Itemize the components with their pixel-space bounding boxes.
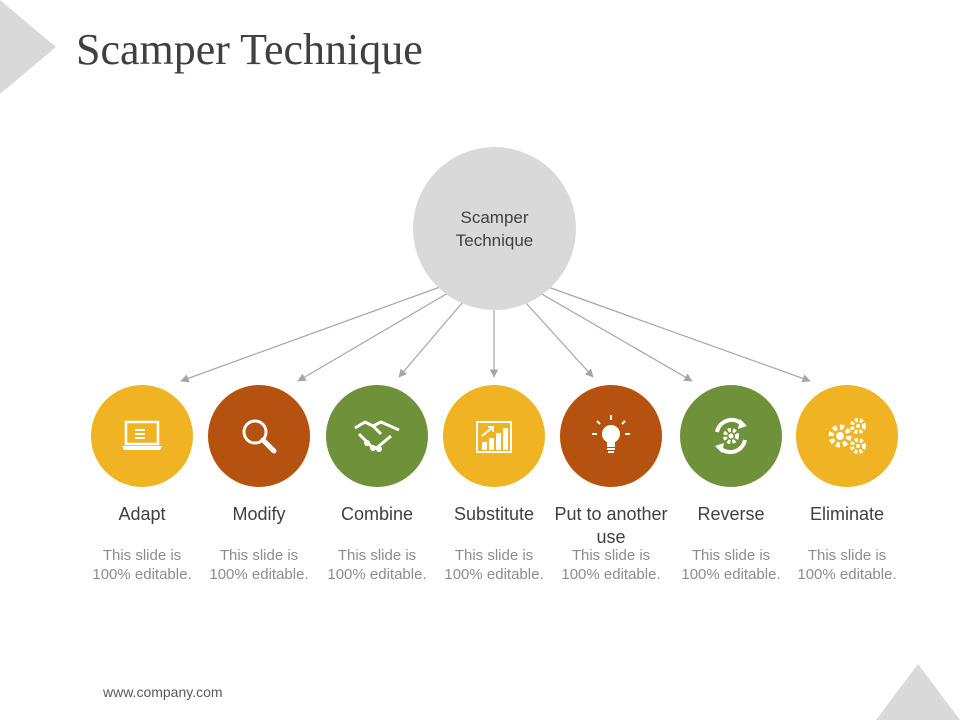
connector-arrow (180, 286, 441, 383)
connector-arrow (525, 302, 594, 378)
center-circle: Scamper Technique (413, 147, 576, 310)
node-label: Reverse (697, 504, 765, 524)
node-adapt: Adapt This slide is 100% editable. (80, 385, 204, 584)
node-circle (443, 385, 545, 487)
cycle-gear-icon (707, 412, 755, 460)
footer-url: www.company.com (103, 684, 223, 700)
center-label: Scamper Technique (455, 207, 534, 250)
connector-arrow (297, 292, 449, 382)
node-label: Adapt (118, 504, 166, 524)
node-circle (560, 385, 662, 487)
lightbulb-icon (589, 412, 633, 460)
corner-triangle-bottom-right (876, 664, 960, 720)
node-label: Modify (232, 504, 286, 524)
node-circle (796, 385, 898, 487)
laptop-icon (119, 416, 165, 456)
node-description: This slide is 100% editable. (327, 547, 427, 583)
handshake-icon (351, 416, 403, 456)
connector-arrow (547, 286, 811, 383)
node-combine: Combine This slide is 100% editable. (315, 385, 439, 584)
node-eliminate: Eliminate This slide is 100% editable. (785, 385, 909, 584)
corner-triangle-top-left (0, 0, 56, 94)
node-circle (680, 385, 782, 487)
node-label: Combine (340, 504, 414, 524)
node-put-to-another-use: Put to another use This slide is 100% ed… (549, 385, 673, 584)
node-circle (208, 385, 310, 487)
magnifier-icon (237, 414, 281, 458)
gears-icon (823, 414, 871, 458)
connector-arrow (539, 292, 693, 382)
node-description: This slide is 100% editable. (681, 547, 781, 583)
node-description: This slide is 100% editable. (561, 547, 661, 583)
node-description: This slide is 100% editable. (797, 547, 897, 583)
node-label: Substitute (453, 504, 535, 524)
node-description: This slide is 100% editable. (444, 547, 544, 583)
node-reverse: Reverse This slide is 100% editable. (669, 385, 793, 584)
bar-chart-icon (472, 416, 516, 456)
node-substitute: Substitute This slide is 100% editable. (432, 385, 556, 584)
node-circle (326, 385, 428, 487)
connector-arrow (398, 302, 463, 378)
node-label: Put to another use (554, 504, 668, 547)
node-description: This slide is 100% editable. (209, 547, 309, 583)
node-modify: Modify This slide is 100% editable. (197, 385, 321, 584)
node-circle (91, 385, 193, 487)
node-description: This slide is 100% editable. (92, 547, 192, 583)
node-label: Eliminate (809, 504, 885, 524)
slide-title: Scamper Technique (76, 25, 423, 74)
